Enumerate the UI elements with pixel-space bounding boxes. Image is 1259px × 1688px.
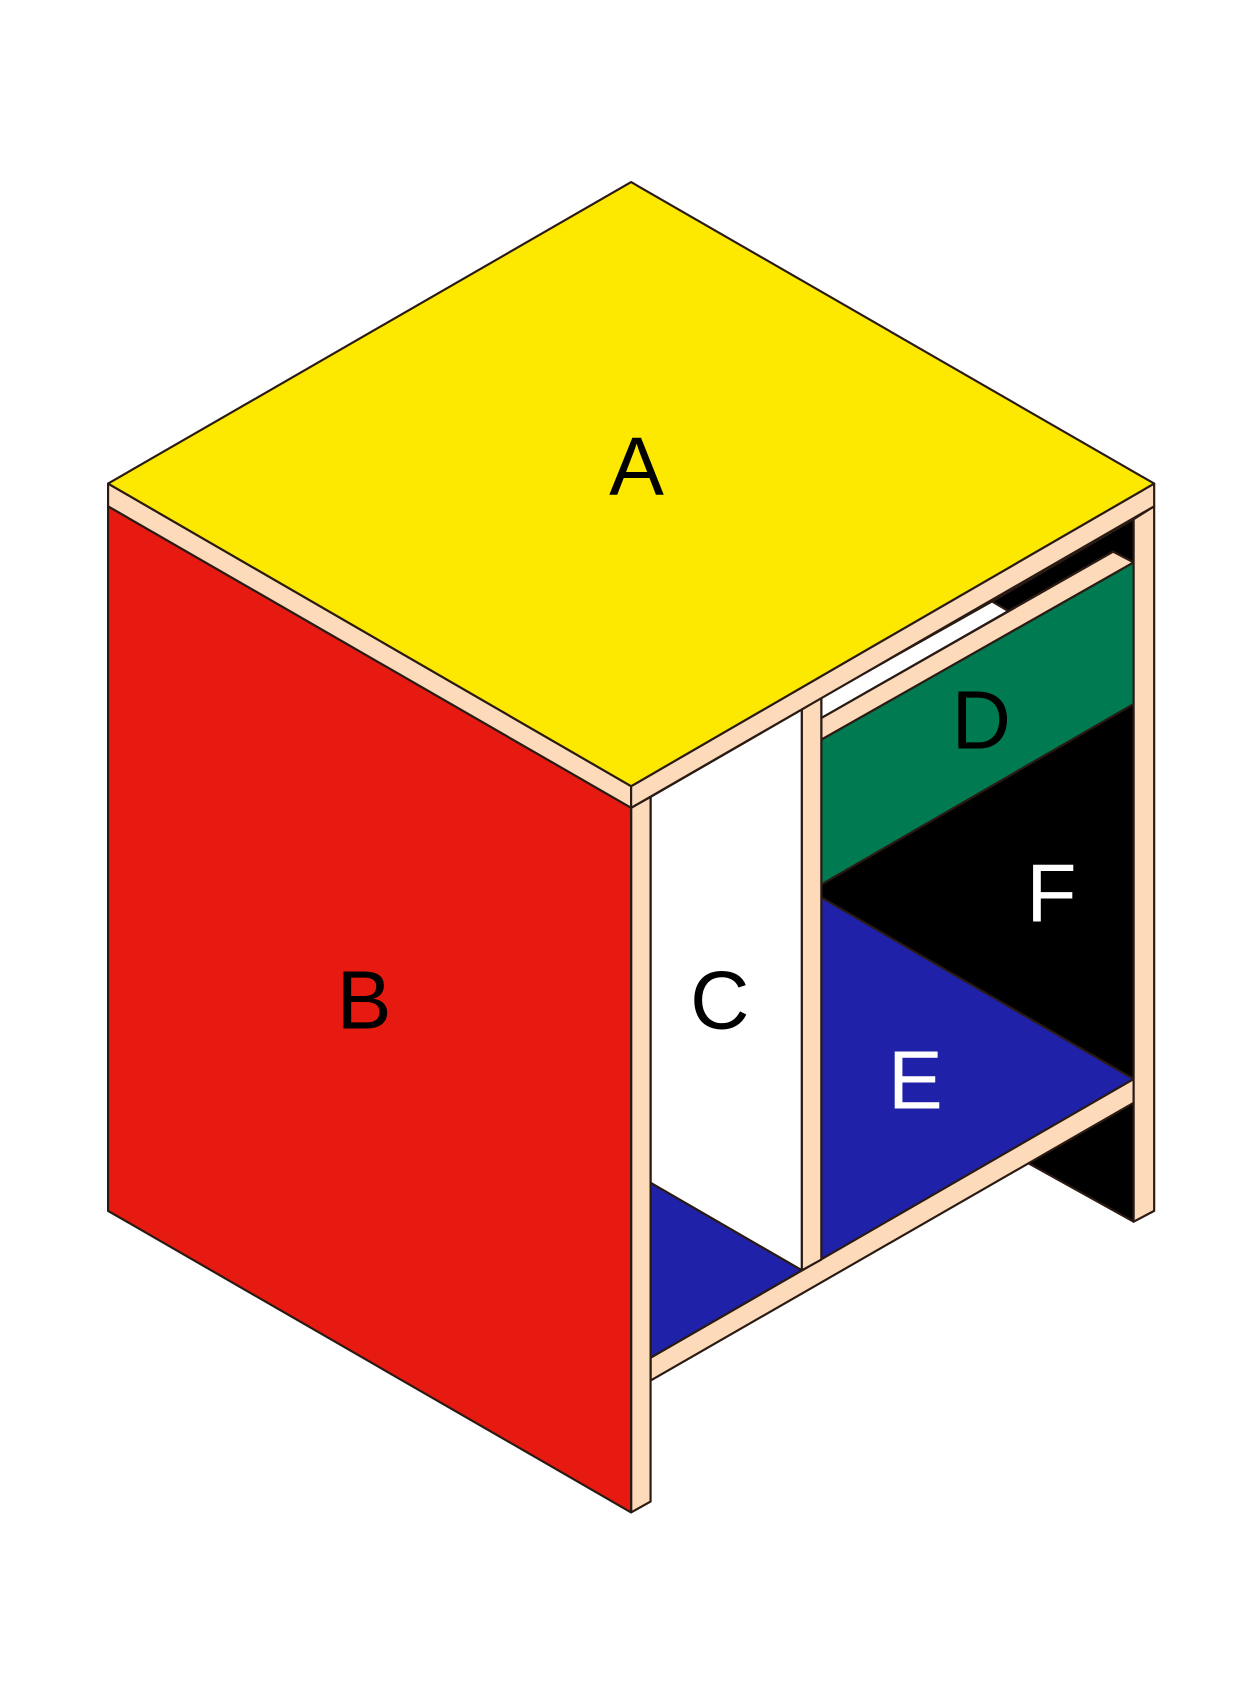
back-right-post	[1132, 505, 1156, 1223]
label-b: B	[337, 955, 392, 1046]
middle-post	[800, 696, 823, 1272]
label-c: C	[690, 955, 749, 1046]
label-a: A	[609, 421, 664, 512]
label-f: F	[1026, 848, 1076, 939]
label-e: E	[888, 1035, 943, 1126]
front-post	[630, 795, 652, 1514]
label-d: D	[952, 675, 1011, 766]
panel-a	[106, 180, 1156, 788]
